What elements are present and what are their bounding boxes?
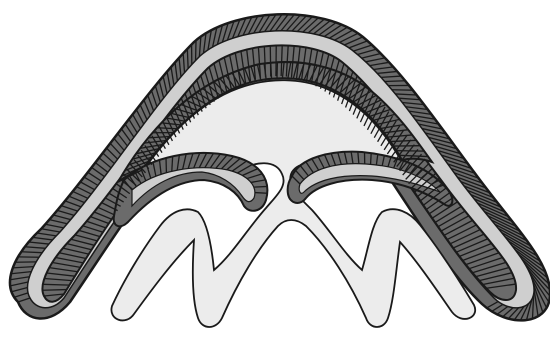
left-fold-cell-boundary <box>254 186 267 187</box>
arch-cell-boundary <box>271 63 272 79</box>
inner-cell-boundary <box>43 290 67 291</box>
outer-cell-boundary <box>385 81 405 82</box>
outer-cell-boundary <box>187 49 188 69</box>
left-fold-cell-boundary <box>172 156 173 171</box>
right-fold-cell-boundary <box>371 153 372 164</box>
inner-cell-boundary <box>43 284 70 285</box>
left-fold-cell-boundary <box>255 193 267 194</box>
